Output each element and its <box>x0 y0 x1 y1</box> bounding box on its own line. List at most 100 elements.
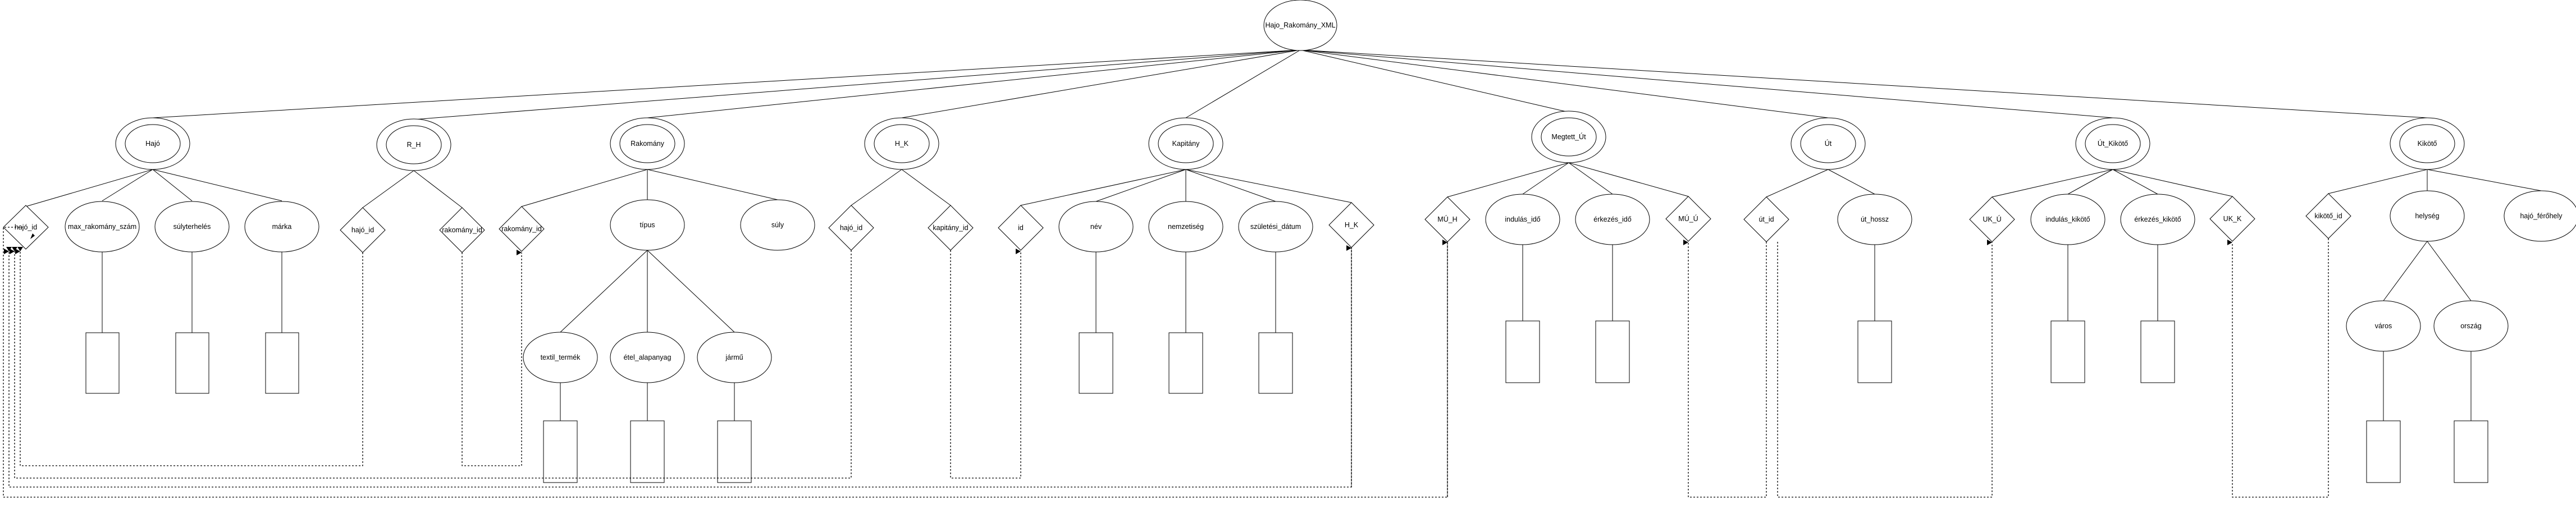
attr-uk-k[interactable]: UK_K <box>2209 196 2255 242</box>
svg-text:Megtett_Út: Megtett_Út <box>1551 132 1586 141</box>
entity-megtett-ut[interactable]: Megtett_Út <box>1531 111 1606 163</box>
entity-ut[interactable]: Út <box>1791 117 1866 170</box>
ut-kikoto-links <box>1992 169 2233 321</box>
svg-text:étel_alapanyag: étel_alapanyag <box>624 354 672 361</box>
type-box <box>85 332 120 394</box>
svg-text:rakomány_id: rakomány_id <box>442 226 482 234</box>
attr-h-k-kapitany-id[interactable]: kapitány_id <box>928 205 974 251</box>
attr-sulyterheles[interactable]: súlyterhelés <box>154 201 230 252</box>
root-links <box>152 49 2428 120</box>
rakomany-links <box>521 169 778 421</box>
attr-kikoto-id[interactable]: kikötő_id <box>2305 193 2351 239</box>
type-box <box>1505 320 1540 383</box>
entity-hajo[interactable]: Hajó <box>115 117 190 170</box>
svg-text:hajó_id: hajó_id <box>840 224 862 232</box>
entity-r-h[interactable]: R_H <box>376 118 451 171</box>
attr-erkezes-ido[interactable]: érkezés_idő <box>1575 194 1650 245</box>
attr-rakomany-id[interactable]: rakomány_id <box>499 206 545 252</box>
attr-helyseg[interactable]: helység <box>2390 190 2465 242</box>
svg-text:indulás_kikötő: indulás_kikötő <box>2045 215 2090 223</box>
svg-text:H_K: H_K <box>895 140 909 148</box>
attr-marka[interactable]: márka <box>244 201 319 252</box>
svg-text:város: város <box>2375 322 2392 330</box>
megtett-ut-links <box>1447 162 1689 321</box>
type-box <box>717 420 752 483</box>
attr-kapitany-id[interactable]: id <box>998 205 1044 251</box>
attr-max-rakomany-szam[interactable]: max_rakomány_szám <box>65 201 140 252</box>
svg-text:MÚ_Ú: MÚ_Ú <box>1678 214 1698 223</box>
attr-indulas-ido[interactable]: indulás_idő <box>1485 194 1560 245</box>
attr-jarmu[interactable]: jármű <box>697 332 772 383</box>
attr-r-h-hajo-id[interactable]: hajó_id <box>340 207 386 253</box>
svg-text:érkezés_kikötő: érkezés_kikötő <box>2134 215 2181 223</box>
entity-kapitany[interactable]: Kapitány <box>1148 117 1223 170</box>
svg-text:hajó_id: hajó_id <box>351 226 374 234</box>
hajo-links <box>25 169 282 333</box>
attr-nev[interactable]: név <box>1058 201 1134 252</box>
type-box <box>1168 332 1203 394</box>
attr-tipus[interactable]: típus <box>610 199 685 251</box>
svg-text:Rakomány: Rakomány <box>631 140 664 148</box>
root-node[interactable]: Hajo_Rakomány_XML <box>1263 0 1337 51</box>
svg-text:H_K: H_K <box>1345 221 1359 229</box>
svg-text:indulás_idő: indulás_idő <box>1505 215 1540 223</box>
attr-ut-hossz[interactable]: út_hossz <box>1837 194 1912 245</box>
attr-nemzetiseg[interactable]: nemzetiség <box>1148 201 1223 252</box>
reference-arrows <box>3 227 2329 498</box>
h-k-links <box>851 169 951 206</box>
attr-suly[interactable]: súly <box>740 199 815 251</box>
svg-text:R_H: R_H <box>407 141 421 149</box>
entity-rakomany[interactable]: Rakomány <box>610 117 685 170</box>
type-box <box>1079 332 1113 394</box>
attr-uk-u[interactable]: UK_Ú <box>1969 196 2015 242</box>
entity-label: Hajó <box>145 140 160 148</box>
root-label: Hajo_Rakomány_XML <box>1265 21 1335 29</box>
svg-text:max_rakomány_szám: max_rakomány_szám <box>68 223 136 231</box>
attr-kapitany-h-k[interactable]: H_K <box>1328 202 1374 248</box>
ut-links <box>1766 169 1875 321</box>
svg-text:típus: típus <box>640 221 655 229</box>
attr-erkezes-kikoto[interactable]: érkezés_kikötő <box>2120 194 2195 245</box>
attr-hajo-id[interactable]: hajó_id <box>3 205 49 250</box>
svg-text:Út_Kikötő: Út_Kikötő <box>2098 139 2128 148</box>
type-box <box>2454 420 2488 483</box>
attr-r-h-rakomany-id[interactable]: rakomány_id <box>439 207 485 253</box>
type-box <box>265 332 299 394</box>
svg-text:jármű: jármű <box>725 354 743 361</box>
svg-text:súlyterhelés: súlyterhelés <box>173 223 211 231</box>
attr-mu-h[interactable]: MÚ_H <box>1424 196 1470 242</box>
svg-text:ország: ország <box>2460 322 2482 330</box>
attr-szuletesi-datum[interactable]: születési_dátum <box>1238 201 1313 252</box>
svg-text:hajó_id: hajó_id <box>15 223 37 231</box>
svg-text:Kapitány: Kapitány <box>1172 140 1200 148</box>
type-box <box>1258 332 1293 394</box>
attr-mu-u[interactable]: MÚ_Ú <box>1665 196 1711 242</box>
hajo-id-arrowheads <box>6 233 35 251</box>
svg-text:hajó_férőhely: hajó_férőhely <box>2520 212 2563 220</box>
kikoto-links <box>2328 169 2542 421</box>
type-box <box>1857 320 1892 383</box>
svg-text:UK_Ú: UK_Ú <box>1983 215 2001 223</box>
attr-indulas-kikoto[interactable]: indulás_kikötő <box>2030 194 2105 245</box>
attr-hajo-ferohely[interactable]: hajó_férőhely <box>2504 190 2576 242</box>
attr-varos[interactable]: város <box>2346 300 2421 352</box>
attr-h-k-hajo-id[interactable]: hajó_id <box>828 205 874 251</box>
svg-text:helység: helység <box>2415 212 2439 220</box>
svg-text:út_id: út_id <box>1759 215 1774 223</box>
entity-h-k[interactable]: H_K <box>864 117 939 170</box>
attr-ut-id[interactable]: út_id <box>1743 196 1789 242</box>
attr-textil-termek[interactable]: textil_termék <box>523 332 598 383</box>
kapitany-links <box>1020 169 1352 333</box>
entity-ut-kikoto[interactable]: Út_Kikötő <box>2075 117 2150 170</box>
entity-kikoto[interactable]: Kikötő <box>2390 117 2465 170</box>
attr-etel-alapanyag[interactable]: étel_alapanyag <box>610 332 685 383</box>
svg-text:id: id <box>1018 224 1024 232</box>
svg-text:nemzetiség: nemzetiség <box>1168 223 1204 231</box>
type-box <box>2140 320 2175 383</box>
attr-orszag[interactable]: ország <box>2433 300 2509 352</box>
svg-text:márka: márka <box>272 223 292 231</box>
svg-text:rakomány_id: rakomány_id <box>501 225 542 233</box>
svg-text:kikötő_id: kikötő_id <box>2314 212 2342 220</box>
svg-text:kapitány_id: kapitány_id <box>933 224 968 232</box>
